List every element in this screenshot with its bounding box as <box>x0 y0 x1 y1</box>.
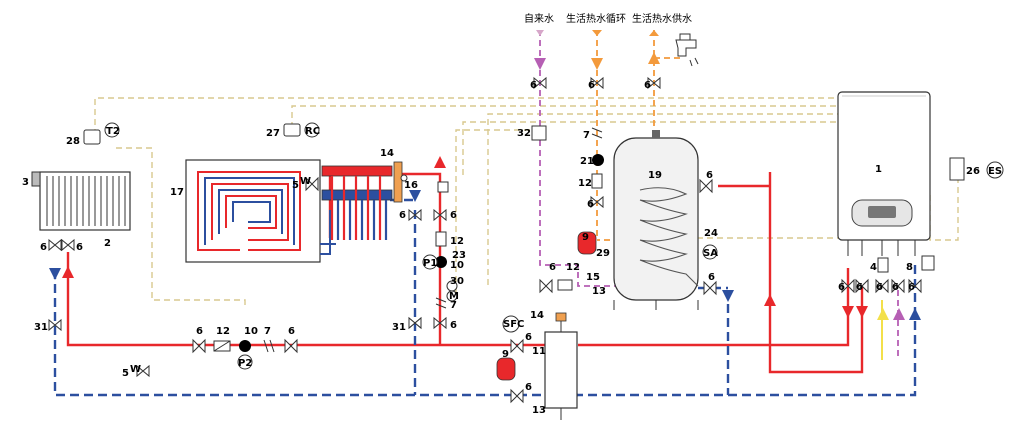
tank-number: 19 <box>648 170 662 181</box>
cold-water-label: 自来水 <box>524 12 554 25</box>
valve-labels: 6 6 6 6 6 6 6 6 6 6 6 6 6 6 6 6 6 6 6 6 … <box>34 80 915 393</box>
air-vent-number: 14 <box>380 148 394 159</box>
flow-meter-number: 16 <box>404 180 418 191</box>
label-valve: 6 <box>892 282 899 293</box>
dhw-vessel-number: 9 <box>582 232 589 243</box>
label-valve: 6 <box>530 80 537 91</box>
label-valve: 6 <box>196 326 203 337</box>
label-valve: 6 <box>288 326 295 337</box>
label-valve: 6 <box>856 282 863 293</box>
label-valve: 6 <box>525 332 532 343</box>
label-drain: 13 <box>592 286 606 297</box>
label-valve: 6 <box>908 282 915 293</box>
badge-p2: P2 <box>238 358 252 369</box>
label-valve: 6 <box>876 282 883 293</box>
label-exp-boiler: 4 <box>870 262 877 273</box>
misc-components: 32 23 30 29 15 13 24 4 8 26 27 28 T2 RC … <box>66 122 1004 370</box>
label-filter: 12 <box>566 262 580 273</box>
label-valve: 6 <box>76 242 83 253</box>
label-thermo: 23 <box>452 250 466 261</box>
label-valve: 6 <box>40 242 47 253</box>
filters-checks: 12 7 12 7 12 7 12 <box>213 127 603 353</box>
dhw-supply-label: 生活热水供水 <box>632 12 692 25</box>
label-mixer: 32 <box>517 128 531 139</box>
pumps: 10 10 21 <box>239 154 604 352</box>
label-balancing: 31 <box>34 322 48 333</box>
badge-m: M <box>449 291 459 302</box>
label-room-control: 27 <box>266 128 280 139</box>
manifold: 14 16 <box>321 148 418 240</box>
label-mixing: 30 <box>450 276 464 287</box>
floor-heating: 17 <box>170 159 336 263</box>
label-balancing: 31 <box>392 322 406 333</box>
separator-vent-number: 14 <box>530 310 544 321</box>
badge-sa: SA <box>703 248 718 259</box>
badge-rc: RC <box>305 126 320 137</box>
label-valve: 6 <box>588 80 595 91</box>
label-bypass: 5 <box>292 180 299 191</box>
label-valve: 6 <box>399 210 406 221</box>
label-filter: 12 <box>450 236 464 247</box>
label-w: W <box>130 364 141 375</box>
label-valve: 6 <box>706 170 713 181</box>
badge-t2: T2 <box>106 126 120 137</box>
label-check: 7 <box>450 300 457 311</box>
badge-p1: P1 <box>423 258 437 269</box>
expansion-vessel-number: 9 <box>502 349 509 360</box>
label-w: W <box>300 176 311 187</box>
label-valve: 6 <box>708 272 715 283</box>
dhw-tank: 19 <box>613 130 699 310</box>
label-pump: 10 <box>244 326 258 337</box>
floor-heating-number: 17 <box>170 187 184 198</box>
label-valve: 6 <box>838 282 845 293</box>
radiator: 3 2 <box>22 171 131 249</box>
label-valve: 6 <box>525 382 532 393</box>
label-pump: 10 <box>450 260 464 271</box>
label-bypass: 5 <box>122 368 129 379</box>
label-check: 7 <box>264 326 271 337</box>
badge-sfc: SFC <box>503 319 524 330</box>
tap-icon <box>675 33 699 67</box>
label-valve: 6 <box>644 80 651 91</box>
label-filter: 12 <box>216 326 230 337</box>
boiler[interactable]: 1 <box>837 91 931 256</box>
label-filter: 12 <box>578 178 592 189</box>
label-outdoor: 26 <box>966 166 980 177</box>
label-valve: 6 <box>450 210 457 221</box>
badge-es: ES <box>988 166 1002 177</box>
label-valve: 6 <box>587 199 594 210</box>
hydraulic-separator: 11 14 13 <box>530 310 578 420</box>
label-safety: 15 <box>586 272 600 283</box>
separator-drain-number: 13 <box>532 405 546 416</box>
radiator-number: 2 <box>104 238 111 249</box>
return-pipes <box>53 198 917 397</box>
label-item-8: 8 <box>906 262 913 273</box>
label-valve: 6 <box>450 320 457 331</box>
label-dhw-pump: 21 <box>580 156 594 167</box>
expansion-vessels: 9 9 <box>496 231 597 381</box>
label-room-thermostat: 28 <box>66 136 80 147</box>
label-check: 7 <box>583 130 590 141</box>
boiler-number: 1 <box>875 164 882 175</box>
isolation-valves[interactable] <box>48 76 922 404</box>
radiator-valve-number: 3 <box>22 177 29 188</box>
flow-arrows <box>49 30 921 320</box>
dhw-recirc-label: 生活热水循环 <box>566 12 626 25</box>
separator-number: 11 <box>532 346 546 357</box>
label-valve: 6 <box>549 262 556 273</box>
label-dhw-exp: 29 <box>596 248 610 259</box>
label-tank-sensor: 24 <box>704 228 718 239</box>
